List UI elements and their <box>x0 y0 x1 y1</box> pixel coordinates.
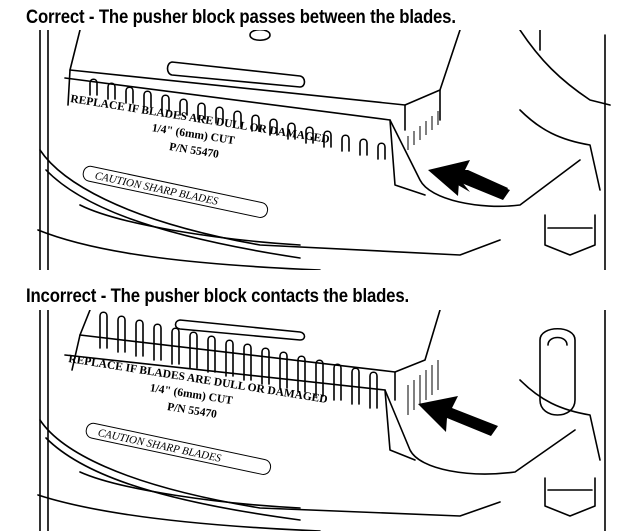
blade <box>189 331 198 369</box>
blade <box>89 78 98 96</box>
blade <box>323 130 332 148</box>
blade <box>243 343 252 381</box>
blade-row <box>99 311 439 415</box>
arrow-indicator <box>418 396 498 436</box>
blade <box>117 315 126 353</box>
svg-text:P/N 55470: P/N 55470 <box>166 401 218 421</box>
blade <box>107 82 116 100</box>
blade <box>135 319 144 357</box>
blade <box>341 134 350 152</box>
blade <box>179 98 188 116</box>
correct-illustration: REPLACE IF BLADES ARE DULL OR DAMAGED 1/… <box>37 30 611 270</box>
blade <box>99 311 108 349</box>
machine-housing <box>37 30 611 270</box>
blade <box>153 323 162 361</box>
incorrect-illustration: REPLACE IF BLADES ARE DULL OR DAMAGED 1/… <box>37 310 606 531</box>
blade <box>333 363 342 401</box>
blade <box>351 367 360 405</box>
pusher-slot <box>174 319 306 341</box>
svg-text:CAUTION SHARP BLADES: CAUTION SHARP BLADES <box>97 427 223 465</box>
blade <box>369 371 378 409</box>
caution-sticker: CAUTION SHARP BLADES <box>85 422 272 475</box>
panel-correct-heading: Correct - The pusher block passes betwee… <box>26 6 456 28</box>
blade <box>251 114 260 132</box>
blade <box>279 351 288 389</box>
blade <box>269 118 278 136</box>
machine-housing <box>37 310 606 531</box>
blade <box>297 355 306 393</box>
blade <box>215 106 224 124</box>
blade <box>315 359 324 397</box>
blade <box>171 327 180 365</box>
blade <box>225 339 234 377</box>
blade <box>305 126 314 144</box>
blade <box>125 86 134 104</box>
arrow-indicator <box>428 160 510 200</box>
blade <box>233 110 242 128</box>
pusher-knob <box>249 30 271 42</box>
blade <box>143 90 152 108</box>
svg-text:P/N 55470: P/N 55470 <box>168 141 220 161</box>
blade <box>261 347 270 385</box>
blade <box>207 335 216 373</box>
blade <box>161 94 170 112</box>
blade <box>359 138 368 156</box>
base-plate <box>64 77 581 246</box>
blade <box>197 102 206 120</box>
blade <box>377 142 386 160</box>
pusher-block <box>71 310 441 401</box>
blade <box>287 122 296 140</box>
base-plate <box>64 354 576 509</box>
blade-row <box>89 78 439 160</box>
pusher-slot <box>166 61 306 88</box>
panel-incorrect-heading: Incorrect - The pusher block contacts th… <box>26 285 409 307</box>
pusher-block <box>67 30 461 131</box>
